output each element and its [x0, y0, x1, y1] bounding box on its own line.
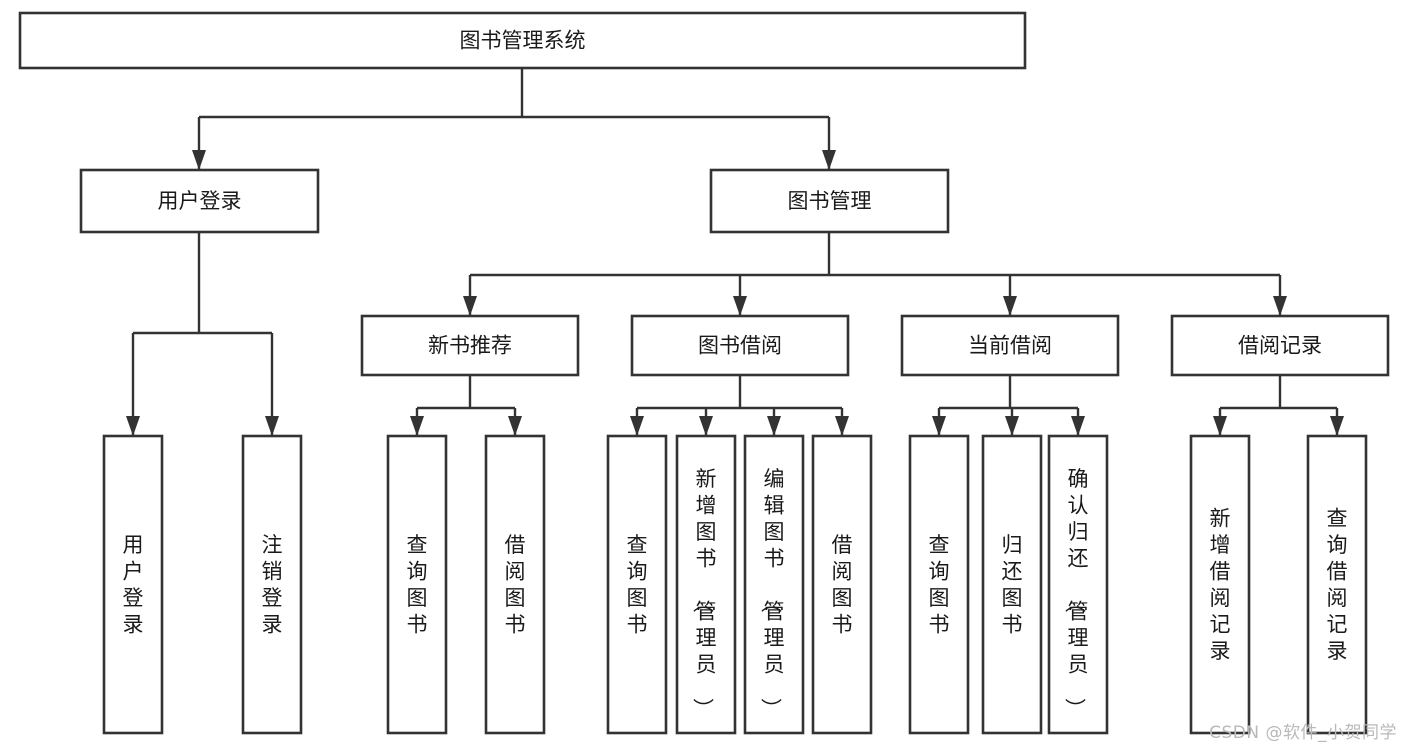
node-book-borrow-box[interactable]	[630, 314, 850, 377]
node-book-manage-label: 图书管理	[788, 189, 872, 213]
node-leaf-edit-book-box[interactable]	[743, 434, 805, 735]
node-borrow-record-box[interactable]	[1170, 314, 1390, 377]
node-leaf-return-book[interactable]: 归还图书	[981, 434, 1043, 735]
node-leaf-user-logout-label: 注销登录	[262, 533, 283, 637]
node-leaf-borrow-book-2-label: 借阅图书	[832, 533, 853, 637]
node-user-login-box[interactable]	[79, 168, 320, 234]
node-leaf-user-logout-box[interactable]	[241, 434, 303, 735]
current-borrow-leaf-drop-0-arrow	[932, 416, 946, 436]
book-borrow-leaf-drop-2-arrow	[767, 416, 781, 436]
node-book-manage-box[interactable]	[709, 168, 950, 234]
node-leaf-query-book-1-box[interactable]	[386, 434, 448, 735]
node-leaf-add-book-label: 新增图书（管理员）	[691, 467, 717, 719]
node-leaf-return-book-box[interactable]	[981, 434, 1043, 735]
node-root-title-label: 图书管理系统	[460, 29, 586, 53]
node-leaf-borrow-book-1-box[interactable]	[484, 434, 546, 735]
node-leaf-query-book-2-box[interactable]	[606, 434, 668, 735]
node-leaf-add-book-box[interactable]	[675, 434, 737, 735]
borrow-record-leaf-drop-1-arrow	[1330, 416, 1344, 436]
node-leaf-query-book-3-box[interactable]	[908, 434, 970, 735]
user-login-leaf-drop-0-arrow	[126, 416, 140, 436]
new-book-rec-leaf-drop-1-arrow	[508, 416, 522, 436]
node-leaf-add-book[interactable]: 新增图书（管理员）	[675, 434, 737, 735]
nodes-layer: 图书管理系统用户登录图书管理新书推荐图书借阅当前借阅借阅记录用户登录注销登录查询…	[18, 11, 1390, 735]
connectors-layer	[126, 68, 1344, 436]
node-leaf-return-book-label: 归还图书	[1002, 533, 1023, 637]
node-leaf-add-record-label: 新增借阅记录	[1210, 507, 1231, 664]
node-leaf-add-record-box[interactable]	[1189, 434, 1251, 735]
new-book-rec-leaf-drop-0-arrow	[410, 416, 424, 436]
node-leaf-user-login-label: 用户登录	[123, 533, 144, 637]
node-leaf-add-record[interactable]: 新增借阅记录	[1189, 434, 1251, 735]
level3-drop-0-arrow	[463, 296, 477, 316]
node-current-borrow-label: 当前借阅	[968, 334, 1052, 358]
node-leaf-query-record-label: 查询借阅记录	[1327, 507, 1348, 664]
node-book-manage[interactable]: 图书管理	[709, 168, 950, 234]
node-leaf-query-book-1[interactable]: 查询图书	[386, 434, 448, 735]
node-leaf-user-login[interactable]: 用户登录	[102, 434, 164, 735]
node-leaf-query-record-box[interactable]	[1306, 434, 1368, 735]
node-root-title[interactable]: 图书管理系统	[18, 11, 1027, 70]
node-current-borrow[interactable]: 当前借阅	[900, 314, 1120, 377]
node-leaf-borrow-book-2-box[interactable]	[811, 434, 873, 735]
node-leaf-confirm-return-box[interactable]	[1047, 434, 1109, 735]
node-leaf-edit-book-label: 编辑图书（管理员）	[759, 467, 785, 719]
current-borrow-leaf-drop-2-arrow	[1071, 416, 1085, 436]
user-login-leaf-drop-1-arrow	[265, 416, 279, 436]
node-new-book-rec-box[interactable]	[360, 314, 580, 377]
node-leaf-query-book-2[interactable]: 查询图书	[606, 434, 668, 735]
csdn-watermark: CSDN @软件_小贺同学	[1209, 723, 1397, 743]
node-leaf-user-logout[interactable]: 注销登录	[241, 434, 303, 735]
node-current-borrow-box[interactable]	[900, 314, 1120, 377]
node-book-borrow[interactable]: 图书借阅	[630, 314, 850, 377]
level3-drop-1-arrow	[733, 296, 747, 316]
node-leaf-query-book-3-label: 查询图书	[929, 533, 950, 637]
node-leaf-edit-book[interactable]: 编辑图书（管理员）	[743, 434, 805, 735]
node-leaf-borrow-book-1-label: 借阅图书	[505, 533, 526, 637]
node-root-title-box[interactable]	[18, 11, 1027, 70]
node-leaf-query-book-3[interactable]: 查询图书	[908, 434, 970, 735]
level2-drop-0-arrow	[192, 150, 206, 170]
book-borrow-leaf-drop-0-arrow	[630, 416, 644, 436]
level3-drop-2-arrow	[1003, 296, 1017, 316]
node-new-book-rec-label: 新书推荐	[428, 334, 512, 358]
level2-drop-1-arrow	[822, 150, 836, 170]
node-book-borrow-label: 图书借阅	[698, 334, 782, 358]
node-leaf-confirm-return-label: 确认归还（管理员）	[1063, 467, 1089, 719]
node-leaf-borrow-book-2[interactable]: 借阅图书	[811, 434, 873, 735]
node-borrow-record[interactable]: 借阅记录	[1170, 314, 1390, 377]
level3-drop-3-arrow	[1273, 296, 1287, 316]
node-new-book-rec[interactable]: 新书推荐	[360, 314, 580, 377]
borrow-record-leaf-drop-0-arrow	[1213, 416, 1227, 436]
node-leaf-borrow-book-1[interactable]: 借阅图书	[484, 434, 546, 735]
node-leaf-user-login-box[interactable]	[102, 434, 164, 735]
book-borrow-leaf-drop-3-arrow	[835, 416, 849, 436]
node-leaf-query-record[interactable]: 查询借阅记录	[1306, 434, 1368, 735]
current-borrow-leaf-drop-1-arrow	[1005, 416, 1019, 436]
node-user-login[interactable]: 用户登录	[79, 168, 320, 234]
node-leaf-query-book-2-label: 查询图书	[627, 533, 648, 637]
node-leaf-query-book-1-label: 查询图书	[407, 533, 428, 637]
book-borrow-leaf-drop-1-arrow	[699, 416, 713, 436]
node-user-login-label: 用户登录	[158, 189, 242, 213]
node-leaf-confirm-return[interactable]: 确认归还（管理员）	[1047, 434, 1109, 735]
node-borrow-record-label: 借阅记录	[1238, 334, 1322, 358]
